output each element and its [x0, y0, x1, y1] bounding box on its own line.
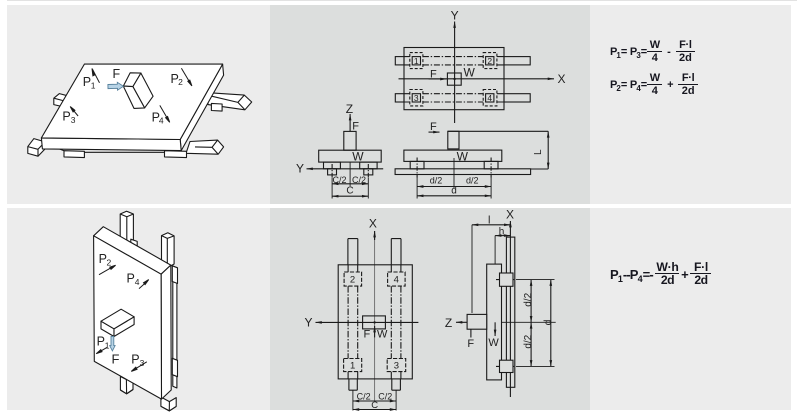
svg-text:C/2: C/2: [357, 391, 371, 401]
svg-text:4: 4: [159, 116, 164, 126]
svg-text:X: X: [506, 208, 514, 222]
svg-text:P: P: [83, 75, 91, 89]
svg-text:d/2: d/2: [430, 176, 443, 186]
svg-text:4: 4: [394, 274, 399, 285]
svg-text:2: 2: [350, 274, 355, 285]
svg-text:F: F: [113, 67, 121, 81]
svg-text:2: 2: [487, 56, 492, 66]
svg-text:L: L: [533, 149, 544, 155]
svg-text:1: 1: [414, 56, 419, 66]
svg-text:3: 3: [71, 115, 76, 125]
svg-text:3: 3: [414, 93, 419, 103]
svg-text:4: 4: [135, 277, 140, 287]
svg-text:1: 1: [350, 361, 355, 372]
svg-text:C: C: [346, 186, 353, 197]
svg-text:C/2: C/2: [332, 175, 346, 185]
svg-text:Y: Y: [451, 9, 459, 23]
svg-text:3: 3: [140, 358, 145, 368]
svg-text:h: h: [499, 226, 505, 237]
svg-text:W: W: [457, 149, 469, 163]
svg-text:W: W: [488, 337, 499, 349]
svg-text:d/2: d/2: [523, 334, 534, 348]
svg-text:P: P: [97, 335, 105, 349]
svg-text:C: C: [371, 400, 378, 411]
svg-text:d/2: d/2: [466, 176, 479, 186]
svg-text:F: F: [430, 69, 437, 81]
svg-text:P: P: [152, 111, 160, 125]
svg-text:2: 2: [107, 258, 112, 268]
svg-text:d: d: [451, 186, 457, 197]
svg-text:W: W: [377, 328, 388, 340]
svg-text:P: P: [99, 252, 107, 266]
svg-text:F: F: [112, 352, 120, 367]
svg-text:d/2: d/2: [523, 292, 534, 306]
svg-text:F: F: [364, 328, 371, 340]
svg-text:3: 3: [394, 361, 399, 372]
svg-text:2: 2: [178, 77, 183, 87]
svg-text:Z: Z: [445, 316, 452, 330]
svg-text:d: d: [542, 319, 554, 325]
svg-text:C/2: C/2: [352, 175, 366, 185]
svg-text:Y: Y: [296, 162, 304, 176]
svg-text:W: W: [464, 66, 476, 80]
svg-text:4: 4: [487, 93, 492, 103]
svg-text:W: W: [352, 149, 364, 163]
svg-text:P: P: [127, 272, 135, 286]
svg-text:P: P: [131, 353, 139, 367]
svg-text:X: X: [369, 216, 377, 230]
svg-text:F: F: [352, 120, 359, 132]
svg-text:F: F: [467, 338, 474, 350]
svg-text:F: F: [430, 121, 437, 133]
svg-text:1: 1: [105, 341, 110, 351]
svg-text:l: l: [488, 214, 490, 226]
svg-text:Y: Y: [304, 316, 312, 330]
svg-text:C/2: C/2: [378, 391, 392, 401]
svg-text:X: X: [557, 72, 565, 86]
svg-text:P: P: [171, 72, 179, 86]
svg-text:Z: Z: [346, 102, 353, 116]
svg-text:P: P: [62, 110, 70, 124]
svg-text:1: 1: [91, 80, 96, 90]
